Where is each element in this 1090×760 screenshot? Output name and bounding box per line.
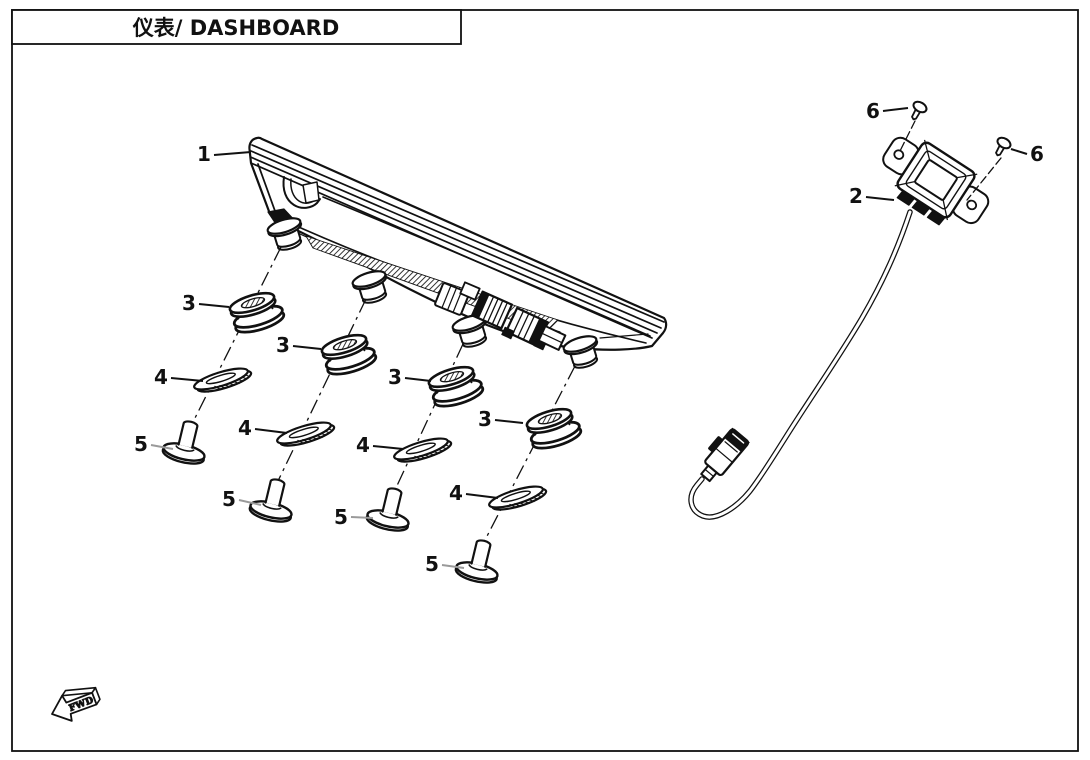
mount-boss-1 — [266, 217, 303, 251]
callout-3a: 3 — [182, 291, 196, 315]
washer-3 — [393, 437, 453, 463]
screw-2 — [248, 478, 293, 523]
grommet-1 — [228, 291, 286, 334]
module-assembly — [688, 100, 1012, 520]
dashboard-assembly — [248, 136, 668, 369]
drawing-frame: 仪表/ DASHBOARD — [11, 9, 1079, 752]
axis-3 — [394, 343, 464, 491]
washer-4 — [488, 485, 548, 511]
mount-notch — [282, 176, 321, 209]
callout-5b: 5 — [222, 487, 236, 511]
callout-4b: 4 — [238, 416, 252, 440]
left-ear-hole — [893, 149, 905, 160]
screw-small-1 — [911, 100, 928, 121]
callout-3c: 3 — [388, 365, 402, 389]
module-screw-axes — [899, 120, 1002, 201]
title-box — [11, 9, 462, 45]
callout-2: 2 — [849, 184, 863, 208]
callout-3d: 3 — [478, 407, 492, 431]
callout-5d: 5 — [425, 552, 439, 576]
rear-connector-cluster — [434, 281, 567, 351]
washer-1 — [193, 367, 253, 393]
screw-1 — [161, 420, 206, 465]
callout-4c: 4 — [356, 433, 370, 457]
mount-boss-2 — [351, 270, 388, 304]
cable-core — [689, 210, 912, 519]
gray-leaders — [150, 444, 465, 569]
outer-border — [11, 9, 1079, 752]
grommet-3 — [427, 365, 485, 408]
mount-boss-3 — [451, 314, 488, 348]
page-title: 仪表/ DASHBOARD — [132, 16, 340, 40]
callout-5c: 5 — [334, 505, 348, 529]
callout-6b: 6 — [1030, 142, 1044, 166]
callout-3b: 3 — [276, 333, 290, 357]
screw-4 — [454, 539, 499, 584]
axis-2 — [277, 298, 367, 482]
grommet-2 — [320, 333, 378, 376]
left-bracket-edge — [257, 163, 276, 212]
module-window — [914, 159, 958, 201]
display-module — [882, 136, 990, 226]
mount-boss-4 — [562, 335, 599, 369]
tip-detail — [599, 333, 649, 339]
callout-4a: 4 — [154, 365, 168, 389]
callout-1: 1 — [197, 142, 211, 166]
callout-5a: 5 — [134, 432, 148, 456]
washers — [193, 367, 548, 511]
callout-6a: 6 — [866, 99, 880, 123]
grommet-4 — [525, 407, 583, 450]
axis-4 — [483, 365, 576, 543]
callout-leaders — [150, 107, 1028, 569]
washer-2 — [276, 421, 336, 447]
fwd-arrow-shape — [51, 691, 98, 722]
grommets — [228, 291, 583, 450]
callout-4d: 4 — [449, 481, 463, 505]
band-edge-1 — [322, 196, 651, 337]
axis-1 — [190, 246, 282, 427]
callout-labels: 1 2 3 3 3 3 4 4 4 4 5 5 5 5 6 6 — [134, 99, 1044, 576]
screw-3 — [365, 487, 410, 532]
center-lines — [190, 246, 576, 543]
fwd-direction-marker: FWD — [51, 686, 101, 722]
screw-small-2 — [995, 136, 1012, 157]
screws-large — [161, 420, 499, 584]
right-ear-hole — [966, 199, 978, 211]
cable-connector — [700, 427, 750, 483]
